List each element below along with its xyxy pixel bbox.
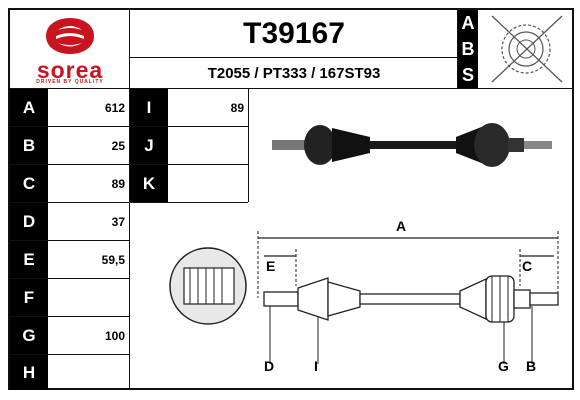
spec-value-k bbox=[168, 165, 248, 202]
spec-value-i: 89 bbox=[230, 100, 244, 115]
drive-shaft-photo bbox=[272, 123, 552, 167]
spec-letter-h: H bbox=[10, 355, 48, 390]
spec-letter-e: E bbox=[10, 241, 48, 278]
spec-letter-f: F bbox=[10, 279, 48, 316]
abs-letter-a: A bbox=[458, 10, 478, 36]
spec-value-d: 37 bbox=[111, 214, 125, 229]
brand-name: sorea bbox=[36, 57, 104, 83]
dim-label-i: I bbox=[314, 358, 318, 374]
spec-value-c: 89 bbox=[111, 176, 125, 191]
dim-label-d: D bbox=[264, 358, 275, 374]
spec-letter-i: I bbox=[130, 89, 168, 126]
cross-references: T2055 / PT333 / 167ST93 bbox=[207, 64, 381, 82]
dim-label-e: E bbox=[266, 258, 276, 274]
spec-letter-c: C bbox=[10, 165, 48, 202]
abs-letter-b: B bbox=[458, 36, 478, 62]
technical-drawing bbox=[169, 231, 559, 364]
spec-value-g: 100 bbox=[104, 328, 125, 343]
crossed-abs-ring-icon bbox=[491, 15, 563, 83]
dim-label-g: G bbox=[498, 358, 509, 374]
spec-sheet: sorea DRIVEN BY QUALITY T39167 T2055 / P… bbox=[8, 8, 574, 390]
brand-tagline: DRIVEN BY QUALITY bbox=[36, 79, 104, 85]
abs-letter-s: S bbox=[458, 62, 478, 88]
spec-value-j bbox=[168, 127, 248, 164]
spec-letter-k: K bbox=[130, 165, 168, 202]
part-number: T39167 bbox=[243, 17, 345, 50]
spec-value-b: 25 bbox=[111, 138, 125, 153]
spec-value-f bbox=[48, 279, 129, 316]
dim-label-b: B bbox=[526, 358, 537, 374]
spec-value-a: 612 bbox=[104, 100, 125, 115]
spec-letter-a: A bbox=[10, 89, 48, 126]
spec-letter-b: B bbox=[10, 127, 48, 164]
dim-label-a: A bbox=[396, 218, 407, 234]
spec-letter-j: J bbox=[130, 127, 168, 164]
sorea-logo-icon bbox=[46, 18, 94, 54]
spec-value-e: 59,5 bbox=[101, 252, 125, 267]
spec-letter-g: G bbox=[10, 317, 48, 354]
spec-value-h bbox=[48, 355, 129, 390]
spec-letter-d: D bbox=[10, 203, 48, 240]
dim-label-c: C bbox=[522, 258, 533, 274]
